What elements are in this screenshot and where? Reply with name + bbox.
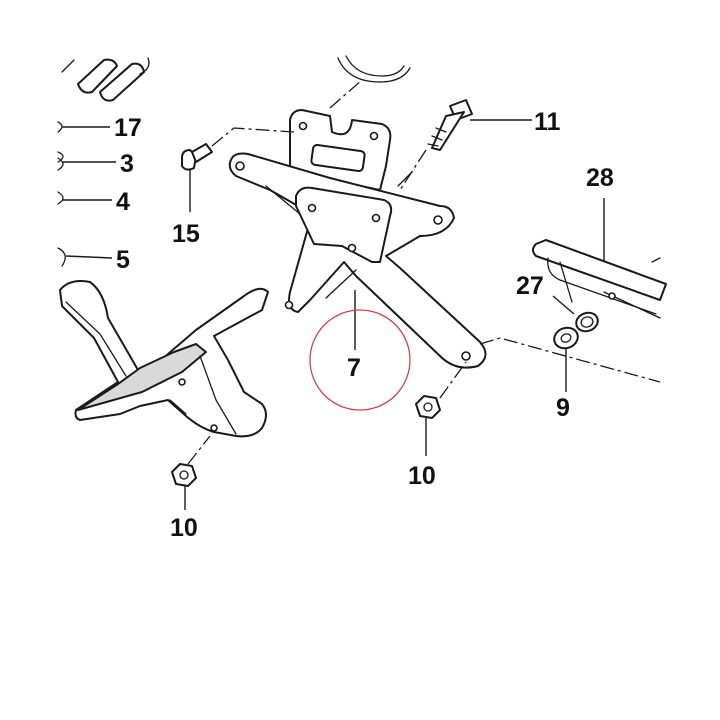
callout-7: 7 bbox=[347, 354, 361, 382]
grommet-parts bbox=[61, 57, 150, 102]
upper-component bbox=[329, 55, 411, 109]
washers bbox=[479, 311, 661, 383]
callout-15: 15 bbox=[172, 220, 200, 248]
license-plate-bracket bbox=[228, 109, 487, 369]
callout-11: 11 bbox=[534, 108, 561, 136]
left-edge-parts bbox=[57, 121, 66, 267]
rear-fender-support bbox=[59, 280, 269, 438]
callout-17: 17 bbox=[114, 114, 142, 142]
callout-27: 27 bbox=[516, 272, 544, 300]
callout-5: 5 bbox=[116, 246, 130, 274]
nut-10-right bbox=[415, 361, 467, 419]
callout-4: 4 bbox=[116, 188, 130, 216]
leader-lines bbox=[62, 119, 605, 510]
nut-10-left bbox=[171, 435, 211, 487]
callout-labels: 17 3 4 5 15 11 28 27 7 9 10 10 bbox=[114, 108, 614, 542]
callout-9: 9 bbox=[556, 394, 570, 422]
bolt-11 bbox=[399, 99, 473, 191]
bar-28 bbox=[532, 239, 667, 319]
callout-28: 28 bbox=[586, 164, 614, 192]
screw-15 bbox=[181, 127, 295, 171]
callout-3: 3 bbox=[120, 150, 134, 178]
highlight-circle bbox=[309, 309, 411, 411]
callout-10-left: 10 bbox=[170, 514, 198, 542]
callout-10-right: 10 bbox=[408, 462, 436, 490]
